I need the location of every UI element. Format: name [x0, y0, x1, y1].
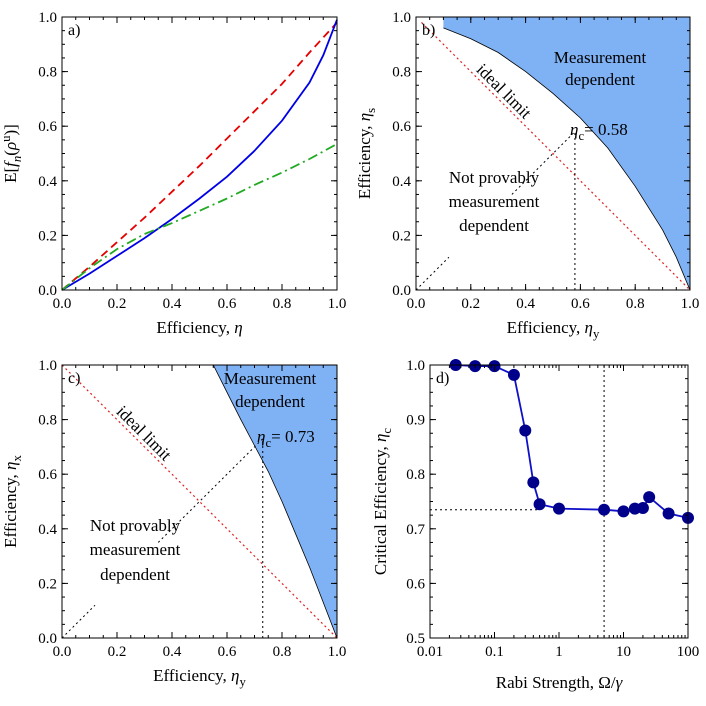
x-tick-label: 0.4 [163, 644, 182, 660]
x-tick-label: 0.0 [407, 296, 426, 312]
x-tick-label: 0.6 [218, 296, 237, 312]
series-line-dashed [61, 21, 338, 291]
data-point [662, 507, 675, 520]
data-point [598, 503, 611, 516]
x-tick-label: 0.8 [273, 296, 292, 312]
critical-label: ηc= 0.58 [570, 120, 628, 143]
y-axis-label: E[fn(ρu)] [0, 124, 24, 183]
panel-a: 0.0 0.2 0.4 0.6 0.8 1.0 0.0 0.2 0.4 0.6 0.8 1.0 a) Ef… [0, 10, 346, 337]
y-tick-label: 0.0 [392, 283, 411, 299]
x-tick-label: 100 [677, 644, 700, 660]
x-tick-label: 1 [555, 644, 563, 660]
y-tick-label: 1.0 [392, 10, 411, 26]
plot-frame [61, 16, 338, 291]
x-tick-label: 0.6 [218, 644, 237, 660]
other-label-line: measurement [90, 540, 181, 559]
y-tick-label: 0.9 [406, 413, 425, 429]
series-line-solid [61, 19, 338, 291]
x-axis-label: Rabi Strength, Ω/γ [496, 673, 624, 692]
y-tick-label: 0.8 [38, 65, 57, 81]
panel-b: 0.0 0.2 0.4 0.6 0.8 1.0 0.0 0.2 0.4 0.6 0.8 1.0 b) Ef… [355, 10, 699, 341]
y-tick-label: 0.0 [38, 283, 57, 299]
y-tick-label: 0.8 [38, 413, 57, 429]
x-tick-label: 0.0 [53, 296, 72, 312]
x-tick-label: 0.8 [273, 644, 292, 660]
y-tick-label: 1.0 [38, 10, 57, 26]
panel-label: c) [68, 370, 80, 387]
x-tick-label: 0.2 [461, 296, 480, 312]
other-label-line: dependent [459, 216, 529, 235]
ideal-limit-line [421, 22, 691, 291]
panel-c: 0.0 0.2 0.4 0.6 0.8 1.0 0.0 0.2 0.4 0.6 0.8 1.0 c) Ef… [1, 358, 346, 689]
series-line-dashdot [61, 143, 338, 291]
y-tick-label: 0.2 [392, 228, 411, 244]
y-tick-label: 0.5 [406, 631, 425, 647]
x-tick-label: 0.0 [53, 644, 72, 660]
measurement-dependent-region [213, 365, 337, 638]
y-axis-label: Critical Efficiency, ηc [371, 428, 394, 576]
x-axis-label: Efficiency, η [156, 318, 242, 337]
measurement-dependent-region [443, 17, 690, 290]
y-tick-label: 0.6 [406, 576, 425, 592]
x-axis-label: Efficiency, ηy [153, 666, 246, 689]
region-boundary [212, 364, 338, 639]
data-point [507, 368, 520, 381]
data-point [636, 502, 649, 515]
panel-label: d) [436, 370, 449, 387]
x-tick-label: 0.4 [516, 296, 535, 312]
y-tick-label: 0.4 [392, 174, 411, 190]
data-point [533, 498, 546, 511]
y-tick-label: 0.0 [38, 631, 57, 647]
data-point [519, 424, 532, 437]
region-label-line: Measurement [224, 369, 317, 388]
ideal-limit-label: ideal limit [113, 402, 176, 465]
other-label-line: Not provably [90, 516, 181, 535]
x-axis-label: Efficiency, ηy [507, 318, 600, 341]
diagonal-line-start [61, 604, 96, 639]
x-tick-label: 0.01 [417, 644, 443, 660]
region-label-line: dependent [235, 392, 305, 411]
y-tick-label: 0.6 [392, 119, 411, 135]
y-tick-label: 1.0 [38, 358, 57, 374]
x-tick-label: 0.2 [108, 296, 127, 312]
panel-label: a) [68, 22, 80, 39]
x-tick-label: 0.2 [108, 644, 127, 660]
critical-label: ηc= 0.73 [257, 427, 315, 450]
other-label-line: Not provably [449, 168, 540, 187]
x-tick-label: 0.8 [626, 296, 645, 312]
y-axis-label: Efficiency, ηx [1, 455, 24, 548]
data-point [643, 491, 656, 504]
y-tick-label: 0.6 [38, 119, 57, 135]
y-tick-label: 0.4 [38, 174, 57, 190]
x-tick-label: 1.0 [328, 296, 347, 312]
y-tick-label: 0.6 [38, 467, 57, 483]
region-boundary [443, 27, 691, 291]
x-tick-label: 0.1 [485, 644, 504, 660]
y-tick-label: 0.2 [38, 576, 57, 592]
panel-label: b) [422, 22, 435, 39]
data-point [617, 505, 630, 518]
x-tick-label: 0.6 [571, 296, 590, 312]
x-tick-label: 1.0 [681, 296, 700, 312]
y-tick-label: 1.0 [406, 358, 425, 374]
x-tick-label: 1.0 [328, 644, 347, 660]
y-tick-label: 0.2 [38, 228, 57, 244]
y-axis-label: Efficiency, ηs [355, 108, 378, 199]
other-label-line: dependent [100, 565, 170, 584]
panel-d: 0.01 0.1 1 10 100 0.5 0.6 0.7 0.8 0.9 1.0 d) Rabi St… [371, 358, 699, 692]
region-label-line: dependent [565, 70, 635, 89]
region-label-line: Measurement [554, 48, 647, 67]
y-tick-label: 0.4 [38, 522, 57, 538]
other-label-line: measurement [449, 192, 540, 211]
diagonal-line-start [415, 256, 450, 291]
data-point [553, 502, 565, 515]
y-tick-label: 0.7 [406, 522, 425, 538]
data-point [527, 476, 540, 489]
y-tick-label: 0.8 [406, 467, 425, 483]
y-tick-label: 0.8 [392, 65, 411, 81]
x-tick-label: 10 [616, 644, 631, 660]
x-tick-label: 0.4 [163, 296, 182, 312]
